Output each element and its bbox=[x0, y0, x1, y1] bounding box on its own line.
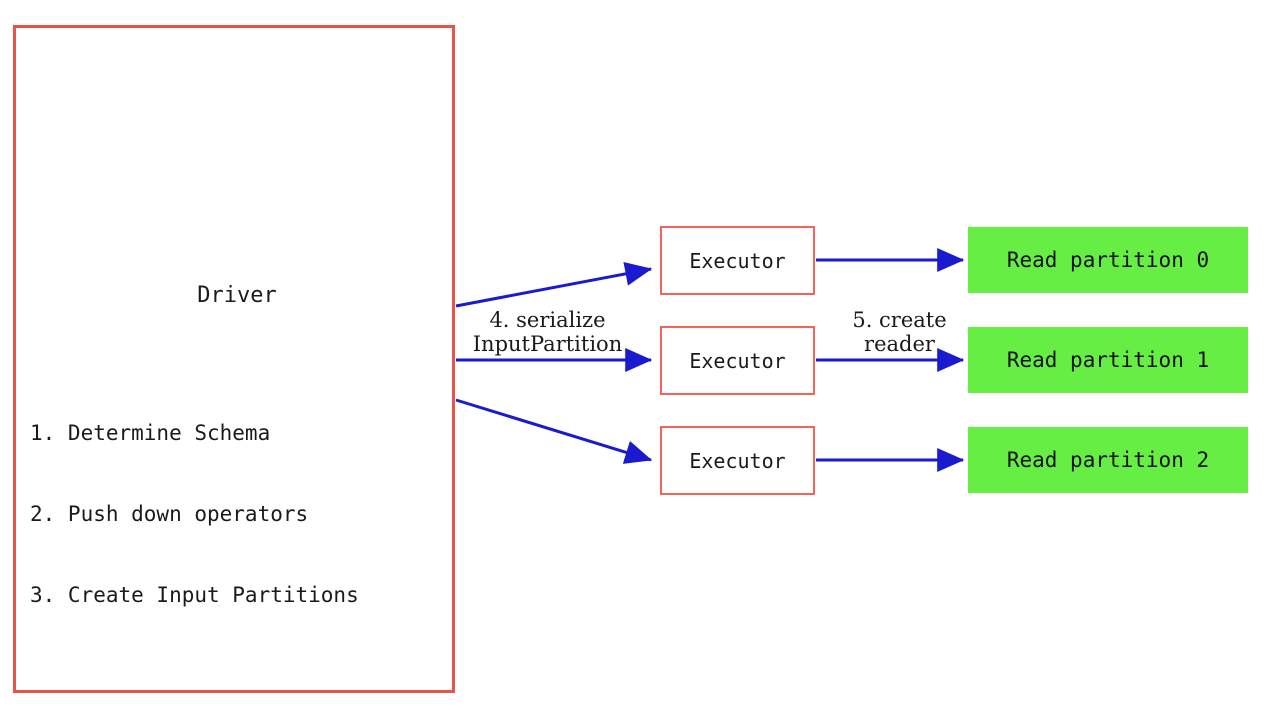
arrow-label-serialize: 4. serialize InputPartition bbox=[455, 308, 640, 356]
arrow-driver-to-executor-3 bbox=[455, 398, 653, 464]
arrow-label-create-line1: 5. create bbox=[852, 308, 947, 332]
driver-step-1: 1. Determine Schema bbox=[30, 421, 271, 445]
partition-label: Read partition 0 bbox=[1006, 248, 1210, 272]
arrow-label-create: 5. create reader bbox=[822, 308, 977, 356]
executor-box-1: Executor bbox=[660, 226, 815, 295]
executor-box-3: Executor bbox=[660, 426, 815, 495]
partition-box-2: Read partition 2 bbox=[968, 427, 1248, 493]
partition-box-0: Read partition 0 bbox=[968, 227, 1248, 293]
arrow-label-serialize-line1: 4. serialize bbox=[489, 308, 606, 332]
executor-label: Executor bbox=[689, 348, 786, 373]
driver-title: Driver bbox=[197, 283, 277, 308]
executor-label: Executor bbox=[689, 448, 786, 473]
partition-box-1: Read partition 1 bbox=[968, 327, 1248, 393]
executor-label: Executor bbox=[689, 248, 786, 273]
driver-step-3: 3. Create Input Partitions bbox=[30, 583, 359, 607]
arrow-label-create-line2: reader bbox=[864, 332, 935, 356]
driver-box: Driver 1. Determine Schema 2. Push down … bbox=[13, 25, 455, 693]
arrow-label-serialize-line2: InputPartition bbox=[472, 332, 623, 356]
driver-step-2: 2. Push down operators bbox=[30, 502, 309, 526]
arrow-driver-to-executor-1 bbox=[455, 262, 653, 308]
driver-steps-list: 1. Determine Schema 2. Push down operato… bbox=[30, 366, 359, 663]
partition-label: Read partition 2 bbox=[1006, 448, 1210, 472]
executor-box-2: Executor bbox=[660, 326, 815, 395]
partition-label: Read partition 1 bbox=[1006, 348, 1210, 372]
